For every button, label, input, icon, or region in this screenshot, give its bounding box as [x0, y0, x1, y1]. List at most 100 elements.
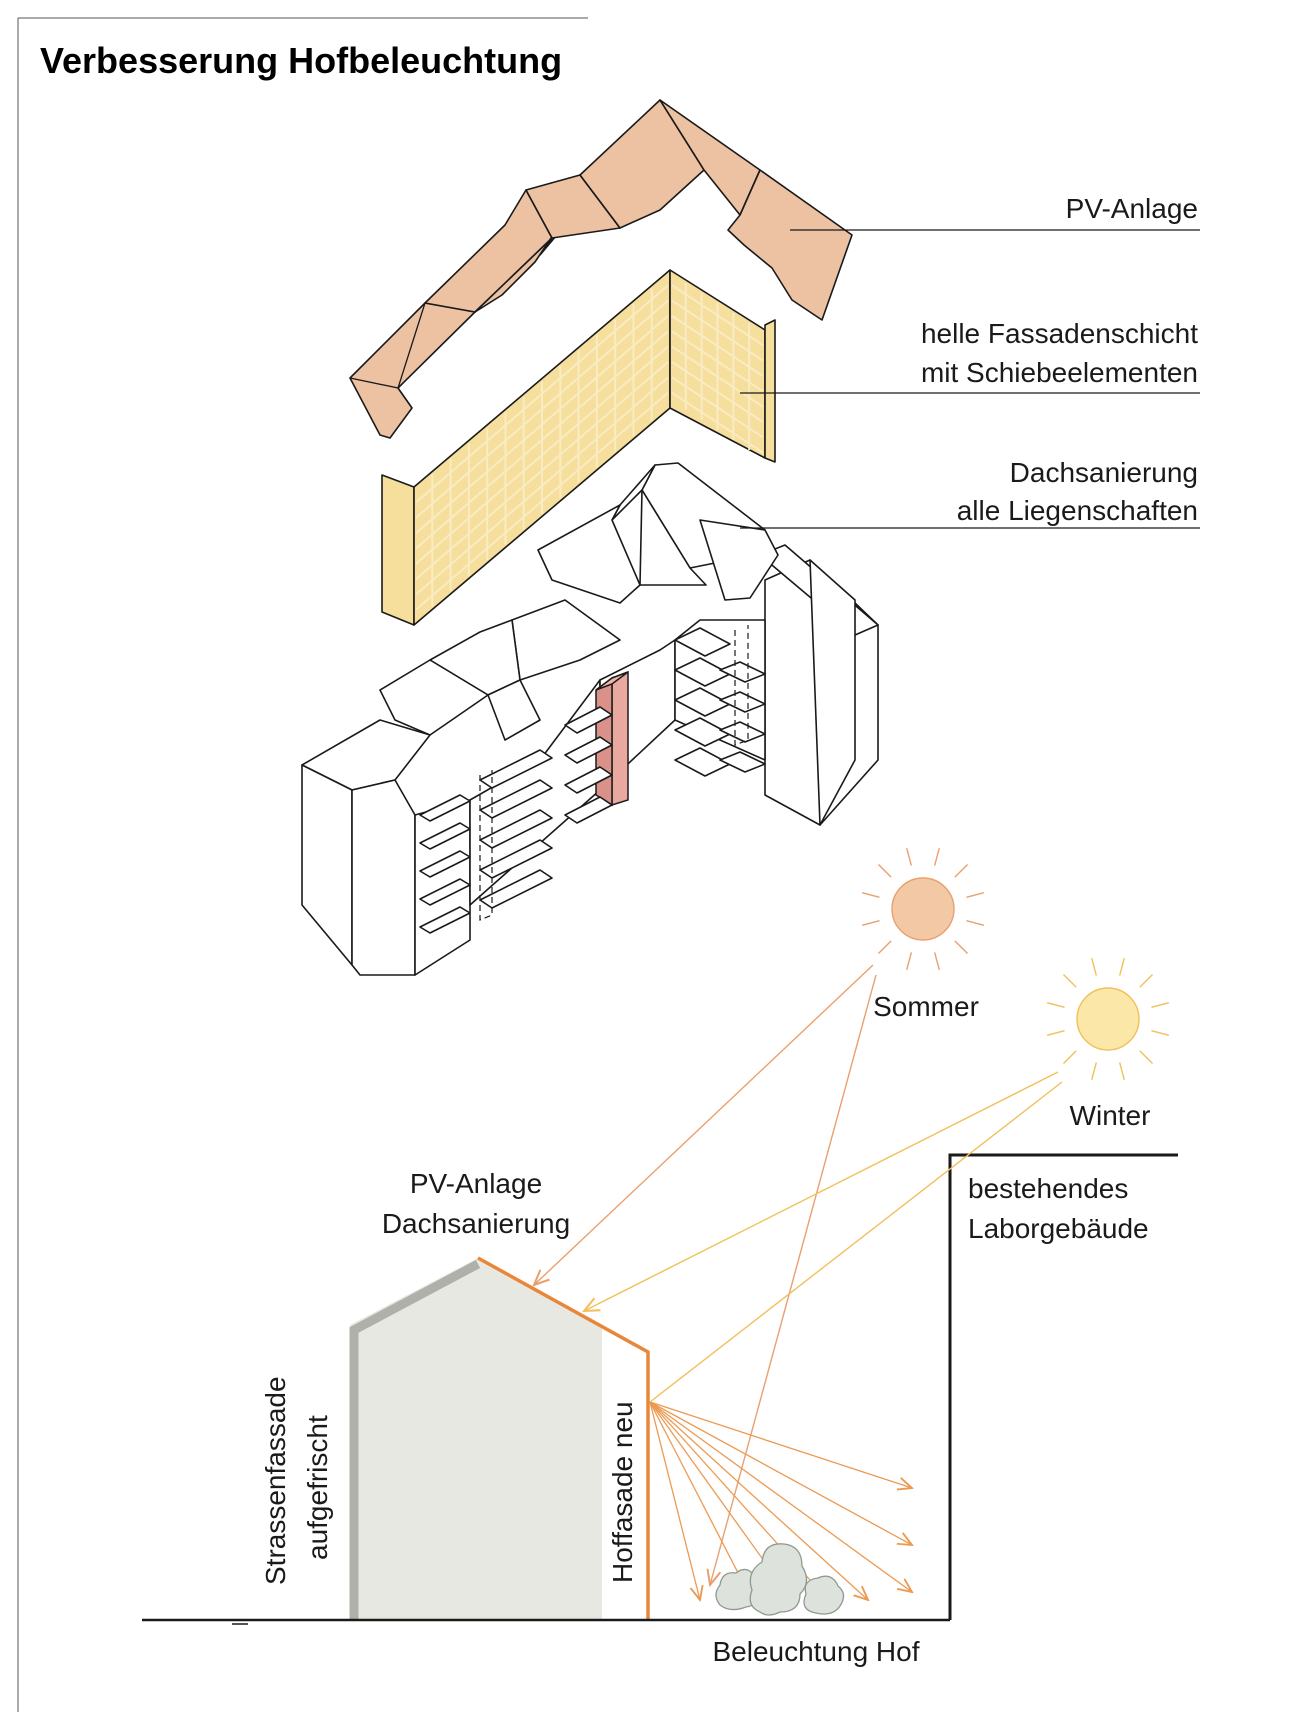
sun-ray [1046, 1002, 1065, 1009]
label-pv-section-2: Dachsanierung [382, 1208, 570, 1239]
facade-grid-line [671, 391, 764, 454]
label-winter: Winter [1070, 1100, 1151, 1131]
pv-roof-layer [349, 99, 853, 439]
stair-core-front [611, 670, 629, 807]
label-roof-1: Dachsanierung [1010, 457, 1198, 488]
reflected-ray [649, 1401, 912, 1592]
sun-summer-icon [861, 847, 985, 971]
facade-grid-line [415, 330, 669, 550]
reflected-ray [649, 1401, 868, 1600]
sun-ray [906, 952, 913, 971]
ray-winter-to-facade [649, 1081, 1063, 1403]
balcony [419, 794, 471, 822]
balcony [564, 796, 613, 824]
facade-grid-line [415, 376, 669, 596]
sun-ray [954, 863, 969, 878]
ray-summer-to-roof [534, 964, 874, 1285]
sun-ray [1118, 1062, 1125, 1081]
sun-ray [906, 847, 913, 866]
facade-grid-line [415, 345, 669, 565]
balcony [479, 869, 553, 909]
courtyard-bushes [715, 1543, 845, 1616]
label-summer: Sommer [873, 991, 979, 1022]
sun-ray [877, 863, 892, 878]
sun-ray [954, 940, 969, 955]
sun-ray [877, 940, 892, 955]
label-lab-1: bestehendes [968, 1173, 1128, 1204]
page-title: Verbesserung Hofbeleuchtung [40, 40, 562, 81]
pv-roof-line [477, 1256, 650, 1620]
label-roof-2: alle Liegenschaften [957, 495, 1198, 526]
sun-ray [1062, 1050, 1077, 1065]
balcony [419, 878, 471, 906]
balcony [419, 822, 471, 850]
reflected-rays [649, 1401, 912, 1600]
reflected-ray [649, 1401, 752, 1600]
sun-ray [933, 952, 940, 971]
balcony [674, 747, 731, 777]
facade-grid-line [415, 391, 669, 611]
sun-ray [1118, 957, 1125, 976]
sun-ray [933, 847, 940, 866]
building-block [301, 462, 879, 976]
street-facade-line [349, 1260, 481, 1620]
balcony [564, 706, 613, 734]
facade-layer [381, 269, 776, 626]
court-strip-fill [602, 1327, 648, 1620]
facade-grid-line [671, 361, 764, 423]
facade-grid-line [415, 299, 669, 519]
sun-ray [1091, 1062, 1098, 1081]
sun-ray [1151, 1029, 1170, 1036]
facade-grid-line [671, 299, 764, 362]
label-street-facade-2: aufgefrischt [302, 1415, 333, 1560]
balcony [719, 751, 766, 773]
facade-grid-line [671, 376, 764, 439]
label-facade-1: helle Fassadenschicht [921, 318, 1198, 349]
facade-grid-line [671, 284, 764, 347]
sun-winter-icon [1046, 957, 1170, 1081]
balcony [479, 779, 553, 819]
facade-grid-line [415, 315, 669, 534]
balcony [674, 627, 731, 657]
facade-grid-line [415, 284, 669, 504]
sun-ray [1139, 1050, 1154, 1065]
sun-ray [966, 919, 985, 926]
label-facade-2: mit Schiebeelementen [921, 357, 1198, 388]
label-pv: PV-Anlage [1066, 193, 1198, 224]
lab-building-outline [948, 1153, 1178, 1620]
sun-ray [1062, 973, 1077, 988]
sun-ray [1046, 1029, 1065, 1036]
balcony [479, 839, 553, 879]
label-street-facade-1: Strassenfassade [260, 1376, 291, 1585]
sun-ray [861, 892, 880, 899]
reflected-ray [649, 1401, 912, 1488]
balcony [564, 736, 613, 764]
ray-winter-to-roof [584, 1071, 1059, 1311]
facade-grid-line [671, 345, 764, 408]
balcony [719, 691, 766, 713]
balcony [564, 766, 613, 794]
facade-grid-line [671, 315, 764, 377]
stair-core-top [595, 671, 629, 691]
section-building-fill [350, 1258, 648, 1620]
reflected-ray [649, 1401, 912, 1545]
balcony [479, 809, 553, 849]
label-pv-section-1: PV-Anlage [410, 1168, 542, 1199]
sun-ray [966, 892, 985, 899]
label-court-facade: Hoffasade neu [607, 1401, 638, 1583]
sun-ray [1091, 957, 1098, 976]
facade-grid-line [671, 330, 764, 393]
ray-summer-to-court [710, 974, 877, 1585]
sun-ray [1139, 973, 1154, 988]
balcony [479, 749, 553, 789]
facade-grid-line [415, 361, 669, 580]
reflected-ray [649, 1401, 700, 1600]
sun-ray [1151, 1002, 1170, 1009]
sun-ray [861, 919, 880, 926]
label-lab-2: Laborgebäude [968, 1213, 1149, 1244]
balcony [719, 661, 766, 683]
balcony [419, 906, 471, 934]
balcony [719, 721, 766, 743]
label-courtyard: Beleuchtung Hof [712, 1636, 919, 1667]
